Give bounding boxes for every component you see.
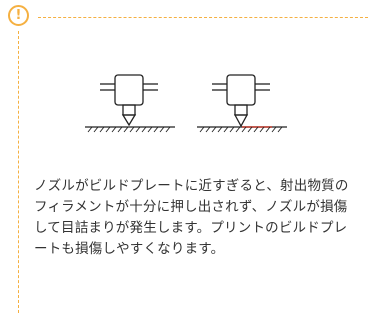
exclamation-circle-icon: ! bbox=[8, 5, 29, 26]
warning-text: ノズルがビルドプレートに近すぎると、射出物質のフィラメントが十分に押し出されず、… bbox=[34, 178, 349, 257]
callout-border-top bbox=[38, 17, 368, 18]
nozzle-close bbox=[212, 74, 270, 128]
build-plate-normal bbox=[85, 126, 175, 133]
nozzle-normal bbox=[100, 74, 158, 127]
nozzle-tip bbox=[121, 114, 137, 127]
nozzle-too-close-illustration bbox=[85, 74, 287, 133]
build-plate-damaged bbox=[197, 126, 287, 133]
callout-border-left bbox=[18, 31, 19, 313]
nozzle-body bbox=[114, 74, 144, 106]
